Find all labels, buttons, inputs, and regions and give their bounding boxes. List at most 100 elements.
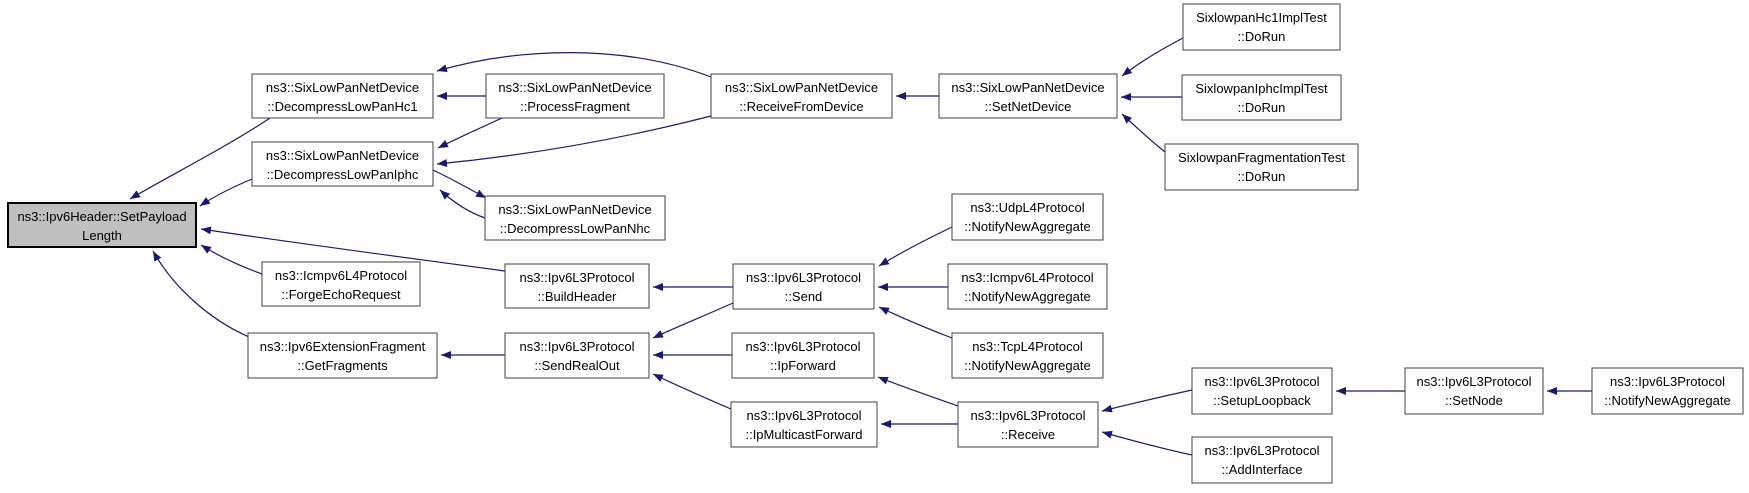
node-box-forge-echo-request[interactable] [261, 261, 421, 307]
node-label-receive-from-device-line1: ns3::SixLowPanNetDevice [725, 80, 878, 95]
node-box-udp-notify-new-aggregate[interactable] [951, 193, 1104, 241]
node-label-hc1-impl-test-dorun-line2: ::DoRun [1238, 29, 1286, 44]
node-box-add-interface[interactable] [1191, 436, 1333, 484]
node-send-real-out[interactable]: ns3::Ipv6L3Protocol::SendRealOut [504, 332, 650, 379]
node-label-set-net-device-line2: ::SetNetDevice [985, 99, 1072, 114]
node-send[interactable]: ns3::Ipv6L3Protocol::Send [732, 263, 875, 310]
node-box-decompress-low-pan-nhc[interactable] [484, 195, 666, 241]
node-label-receive-line2: ::Receive [1001, 427, 1055, 442]
node-label-icmp-notify-new-aggregate-line2: ::NotifyNewAggregate [964, 289, 1090, 304]
node-label-set-payload-length-line2: Length [82, 228, 122, 243]
node-label-tcp-notify-new-aggregate-line1: ns3::TcpL4Protocol [972, 339, 1083, 354]
edge-add-interface-to-receive [1101, 430, 1193, 456]
node-box-iphc-impl-test-dorun[interactable] [1181, 74, 1342, 121]
node-add-interface[interactable]: ns3::Ipv6L3Protocol::AddInterface [1191, 436, 1333, 484]
node-hc1-impl-test-dorun[interactable]: SixlowpanHc1ImplTest::DoRun [1182, 3, 1341, 51]
node-label-udp-notify-new-aggregate-line2: ::NotifyNewAggregate [964, 219, 1090, 234]
node-label-send-real-out-line1: ns3::Ipv6L3Protocol [520, 339, 635, 354]
node-box-set-net-device[interactable] [938, 73, 1118, 119]
node-box-fragmentation-test-dorun[interactable] [1164, 143, 1359, 191]
node-label-decompress-low-pan-hc1-line2: ::DecompressLowPanHc1 [267, 99, 417, 114]
node-label-forge-echo-request-line1: ns3::Icmpv6L4Protocol [275, 268, 407, 283]
node-label-add-interface-line1: ns3::Ipv6L3Protocol [1205, 443, 1320, 458]
node-label-iphc-impl-test-dorun-line1: SixlowpanIphcImplTest [1195, 81, 1328, 96]
node-label-decompress-low-pan-hc1-line1: ns3::SixLowPanNetDevice [266, 80, 419, 95]
node-box-get-fragments[interactable] [247, 332, 438, 379]
edge-send-to-send-real-out [652, 302, 734, 339]
node-decompress-low-pan-nhc[interactable]: ns3::SixLowPanNetDevice::DecompressLowPa… [484, 195, 666, 241]
node-box-send-real-out[interactable] [504, 332, 650, 379]
node-label-fragmentation-test-dorun-line1: SixlowpanFragmentationTest [1178, 150, 1345, 165]
edge-decompress-low-pan-nhc-to-decompress-low-pan-iphc [439, 189, 486, 219]
node-receive-from-device[interactable]: ns3::SixLowPanNetDevice::ReceiveFromDevi… [710, 73, 893, 119]
node-label-send-line1: ns3::Ipv6L3Protocol [746, 270, 861, 285]
node-label-decompress-low-pan-nhc-line2: ::DecompressLowPanNhc [500, 221, 651, 236]
edge-receive-from-device-to-decompress-low-pan-hc1 [436, 52, 712, 78]
node-box-ip-forward[interactable] [731, 332, 875, 379]
node-label-ip-multicast-forward-line1: ns3::Ipv6L3Protocol [747, 408, 862, 423]
node-set-node[interactable]: ns3::Ipv6L3Protocol::SetNode [1404, 367, 1544, 415]
node-setup-loopback[interactable]: ns3::Ipv6L3Protocol::SetupLoopback [1191, 367, 1333, 415]
node-label-decompress-low-pan-nhc-line1: ns3::SixLowPanNetDevice [498, 202, 651, 217]
node-box-process-fragment[interactable] [485, 73, 665, 119]
node-set-net-device[interactable]: ns3::SixLowPanNetDevice::SetNetDevice [938, 73, 1118, 119]
node-label-decompress-low-pan-iphc-line2: ::DecompressLowPanIphc [267, 167, 419, 182]
node-label-set-payload-length-line1: ns3::Ipv6Header::SetPayload [17, 209, 186, 224]
node-box-set-payload-length [7, 202, 197, 248]
edge-udp-notify-new-aggregate-to-send [878, 226, 953, 267]
edge-build-header-to-set-payload-length [200, 226, 506, 272]
node-label-ip-multicast-forward-line2: ::IpMulticastForward [745, 427, 862, 442]
node-box-hc1-impl-test-dorun[interactable] [1182, 3, 1341, 51]
node-box-build-header[interactable] [504, 263, 650, 309]
node-iphc-impl-test-dorun[interactable]: SixlowpanIphcImplTest::DoRun [1181, 74, 1342, 121]
node-box-send[interactable] [732, 263, 875, 310]
node-label-hc1-impl-test-dorun-line1: SixlowpanHc1ImplTest [1196, 10, 1327, 25]
node-box-ipv6-notify-new-aggregate[interactable] [1591, 367, 1744, 415]
node-ip-forward[interactable]: ns3::Ipv6L3Protocol::IpForward [731, 332, 875, 379]
node-icmp-notify-new-aggregate[interactable]: ns3::Icmpv6L4Protocol::NotifyNewAggregat… [947, 263, 1108, 310]
node-get-fragments[interactable]: ns3::Ipv6ExtensionFragment::GetFragments [247, 332, 438, 379]
node-box-icmp-notify-new-aggregate[interactable] [947, 263, 1108, 310]
edge-setup-loopback-to-receive [1101, 389, 1193, 413]
node-box-receive[interactable] [957, 401, 1099, 448]
node-box-set-node[interactable] [1404, 367, 1544, 415]
node-box-decompress-low-pan-iphc[interactable] [251, 141, 434, 187]
node-process-fragment[interactable]: ns3::SixLowPanNetDevice::ProcessFragment [485, 73, 665, 119]
node-label-setup-loopback-line2: ::SetupLoopback [1213, 393, 1311, 408]
node-tcp-notify-new-aggregate[interactable]: ns3::TcpL4Protocol::NotifyNewAggregate [951, 332, 1104, 379]
node-box-setup-loopback[interactable] [1191, 367, 1333, 415]
node-ipv6-notify-new-aggregate[interactable]: ns3::Ipv6L3Protocol::NotifyNewAggregate [1591, 367, 1744, 415]
node-label-send-real-out-line2: ::SendRealOut [534, 358, 620, 373]
node-label-ip-forward-line2: ::IpForward [770, 358, 836, 373]
node-build-header[interactable]: ns3::Ipv6L3Protocol::BuildHeader [504, 263, 650, 309]
node-box-tcp-notify-new-aggregate[interactable] [951, 332, 1104, 379]
edge-receive-from-device-to-decompress-low-pan-iphc [436, 115, 712, 168]
node-forge-echo-request[interactable]: ns3::Icmpv6L4Protocol::ForgeEchoRequest [261, 261, 421, 307]
node-label-get-fragments-line1: ns3::Ipv6ExtensionFragment [260, 339, 426, 354]
node-label-build-header-line2: ::BuildHeader [538, 289, 617, 304]
edge-decompress-low-pan-iphc-to-decompress-low-pan-nhc [432, 169, 487, 199]
node-box-receive-from-device[interactable] [710, 73, 893, 119]
node-box-decompress-low-pan-hc1[interactable] [251, 73, 434, 119]
node-box-ip-multicast-forward[interactable] [730, 401, 878, 448]
node-label-forge-echo-request-line2: ::ForgeEchoRequest [281, 287, 401, 302]
node-label-setup-loopback-line1: ns3::Ipv6L3Protocol [1205, 374, 1320, 389]
node-ip-multicast-forward[interactable]: ns3::Ipv6L3Protocol::IpMulticastForward [730, 401, 878, 448]
node-label-ip-forward-line1: ns3::Ipv6L3Protocol [746, 339, 861, 354]
node-label-receive-line1: ns3::Ipv6L3Protocol [971, 408, 1086, 423]
edges-layer [129, 37, 1592, 456]
node-decompress-low-pan-hc1[interactable]: ns3::SixLowPanNetDevice::DecompressLowPa… [251, 73, 434, 119]
node-label-set-node-line2: ::SetNode [1445, 393, 1503, 408]
node-label-tcp-notify-new-aggregate-line2: ::NotifyNewAggregate [964, 358, 1090, 373]
node-label-ipv6-notify-new-aggregate-line1: ns3::Ipv6L3Protocol [1610, 374, 1725, 389]
node-decompress-low-pan-iphc[interactable]: ns3::SixLowPanNetDevice::DecompressLowPa… [251, 141, 434, 187]
node-receive[interactable]: ns3::Ipv6L3Protocol::Receive [957, 401, 1099, 448]
edge-ip-multicast-forward-to-send-real-out [652, 373, 732, 410]
edge-hc1-impl-test-dorun-to-set-net-device [1121, 37, 1184, 77]
node-udp-notify-new-aggregate[interactable]: ns3::UdpL4Protocol::NotifyNewAggregate [951, 193, 1104, 241]
node-fragmentation-test-dorun[interactable]: SixlowpanFragmentationTest::DoRun [1164, 143, 1359, 191]
